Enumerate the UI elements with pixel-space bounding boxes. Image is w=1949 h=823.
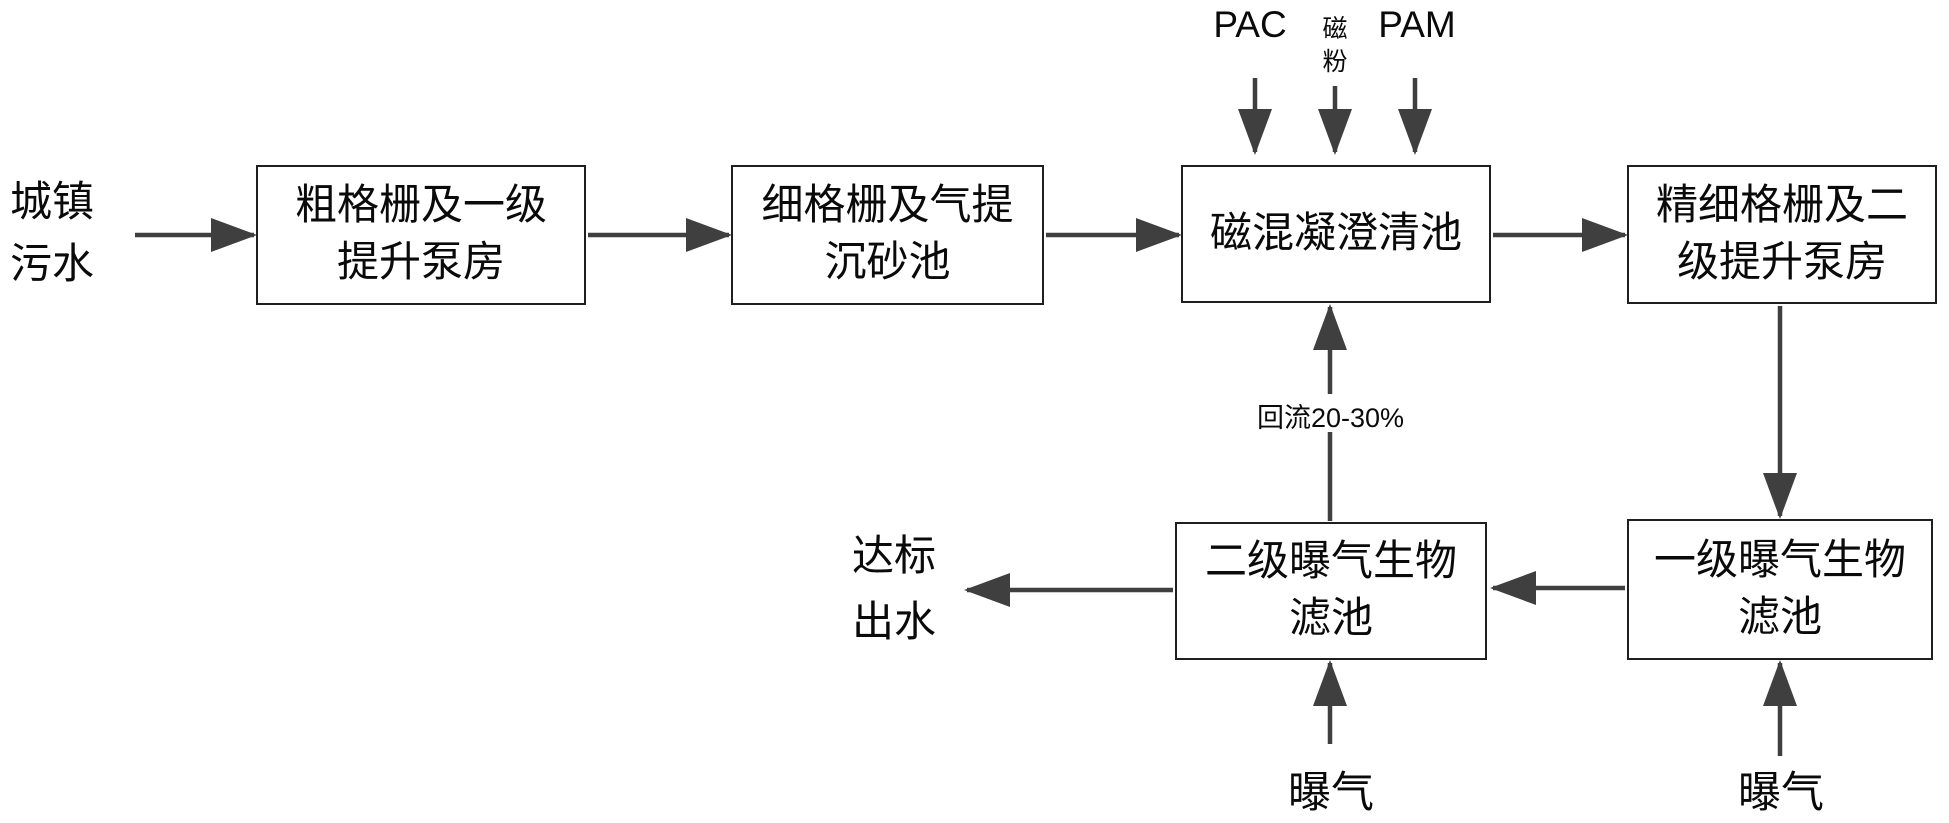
influent-label: 城镇 污水: [10, 180, 95, 288]
pam-dosing-label: PAM: [1378, 4, 1456, 45]
magnetic-powder-dosing-label: 磁 粉: [1322, 16, 1348, 76]
node-coarse-screen-pump-station: 粗格栅及一级 提升泵房: [256, 165, 586, 305]
node-magnetic-coagulation-clarifier: 磁混凝澄清池: [1181, 165, 1491, 303]
node-superfine-screen-pump-station: 精细格栅及二 级提升泵房: [1627, 165, 1937, 304]
aeration-label-secondary: 曝气: [1288, 770, 1374, 817]
node-fine-screen-grit-chamber: 细格栅及气提 沉砂池: [731, 165, 1044, 305]
aeration-label-primary: 曝气: [1738, 770, 1824, 817]
pac-dosing-label: PAC: [1213, 4, 1287, 45]
effluent-label: 达标 出水: [852, 534, 937, 646]
node-secondary-aerated-biofilter: 二级曝气生物 滤池: [1175, 522, 1487, 660]
reflux-percentage-label: 回流20-30%: [1257, 403, 1405, 433]
node-primary-aerated-biofilter: 一级曝气生物 滤池: [1627, 519, 1933, 660]
